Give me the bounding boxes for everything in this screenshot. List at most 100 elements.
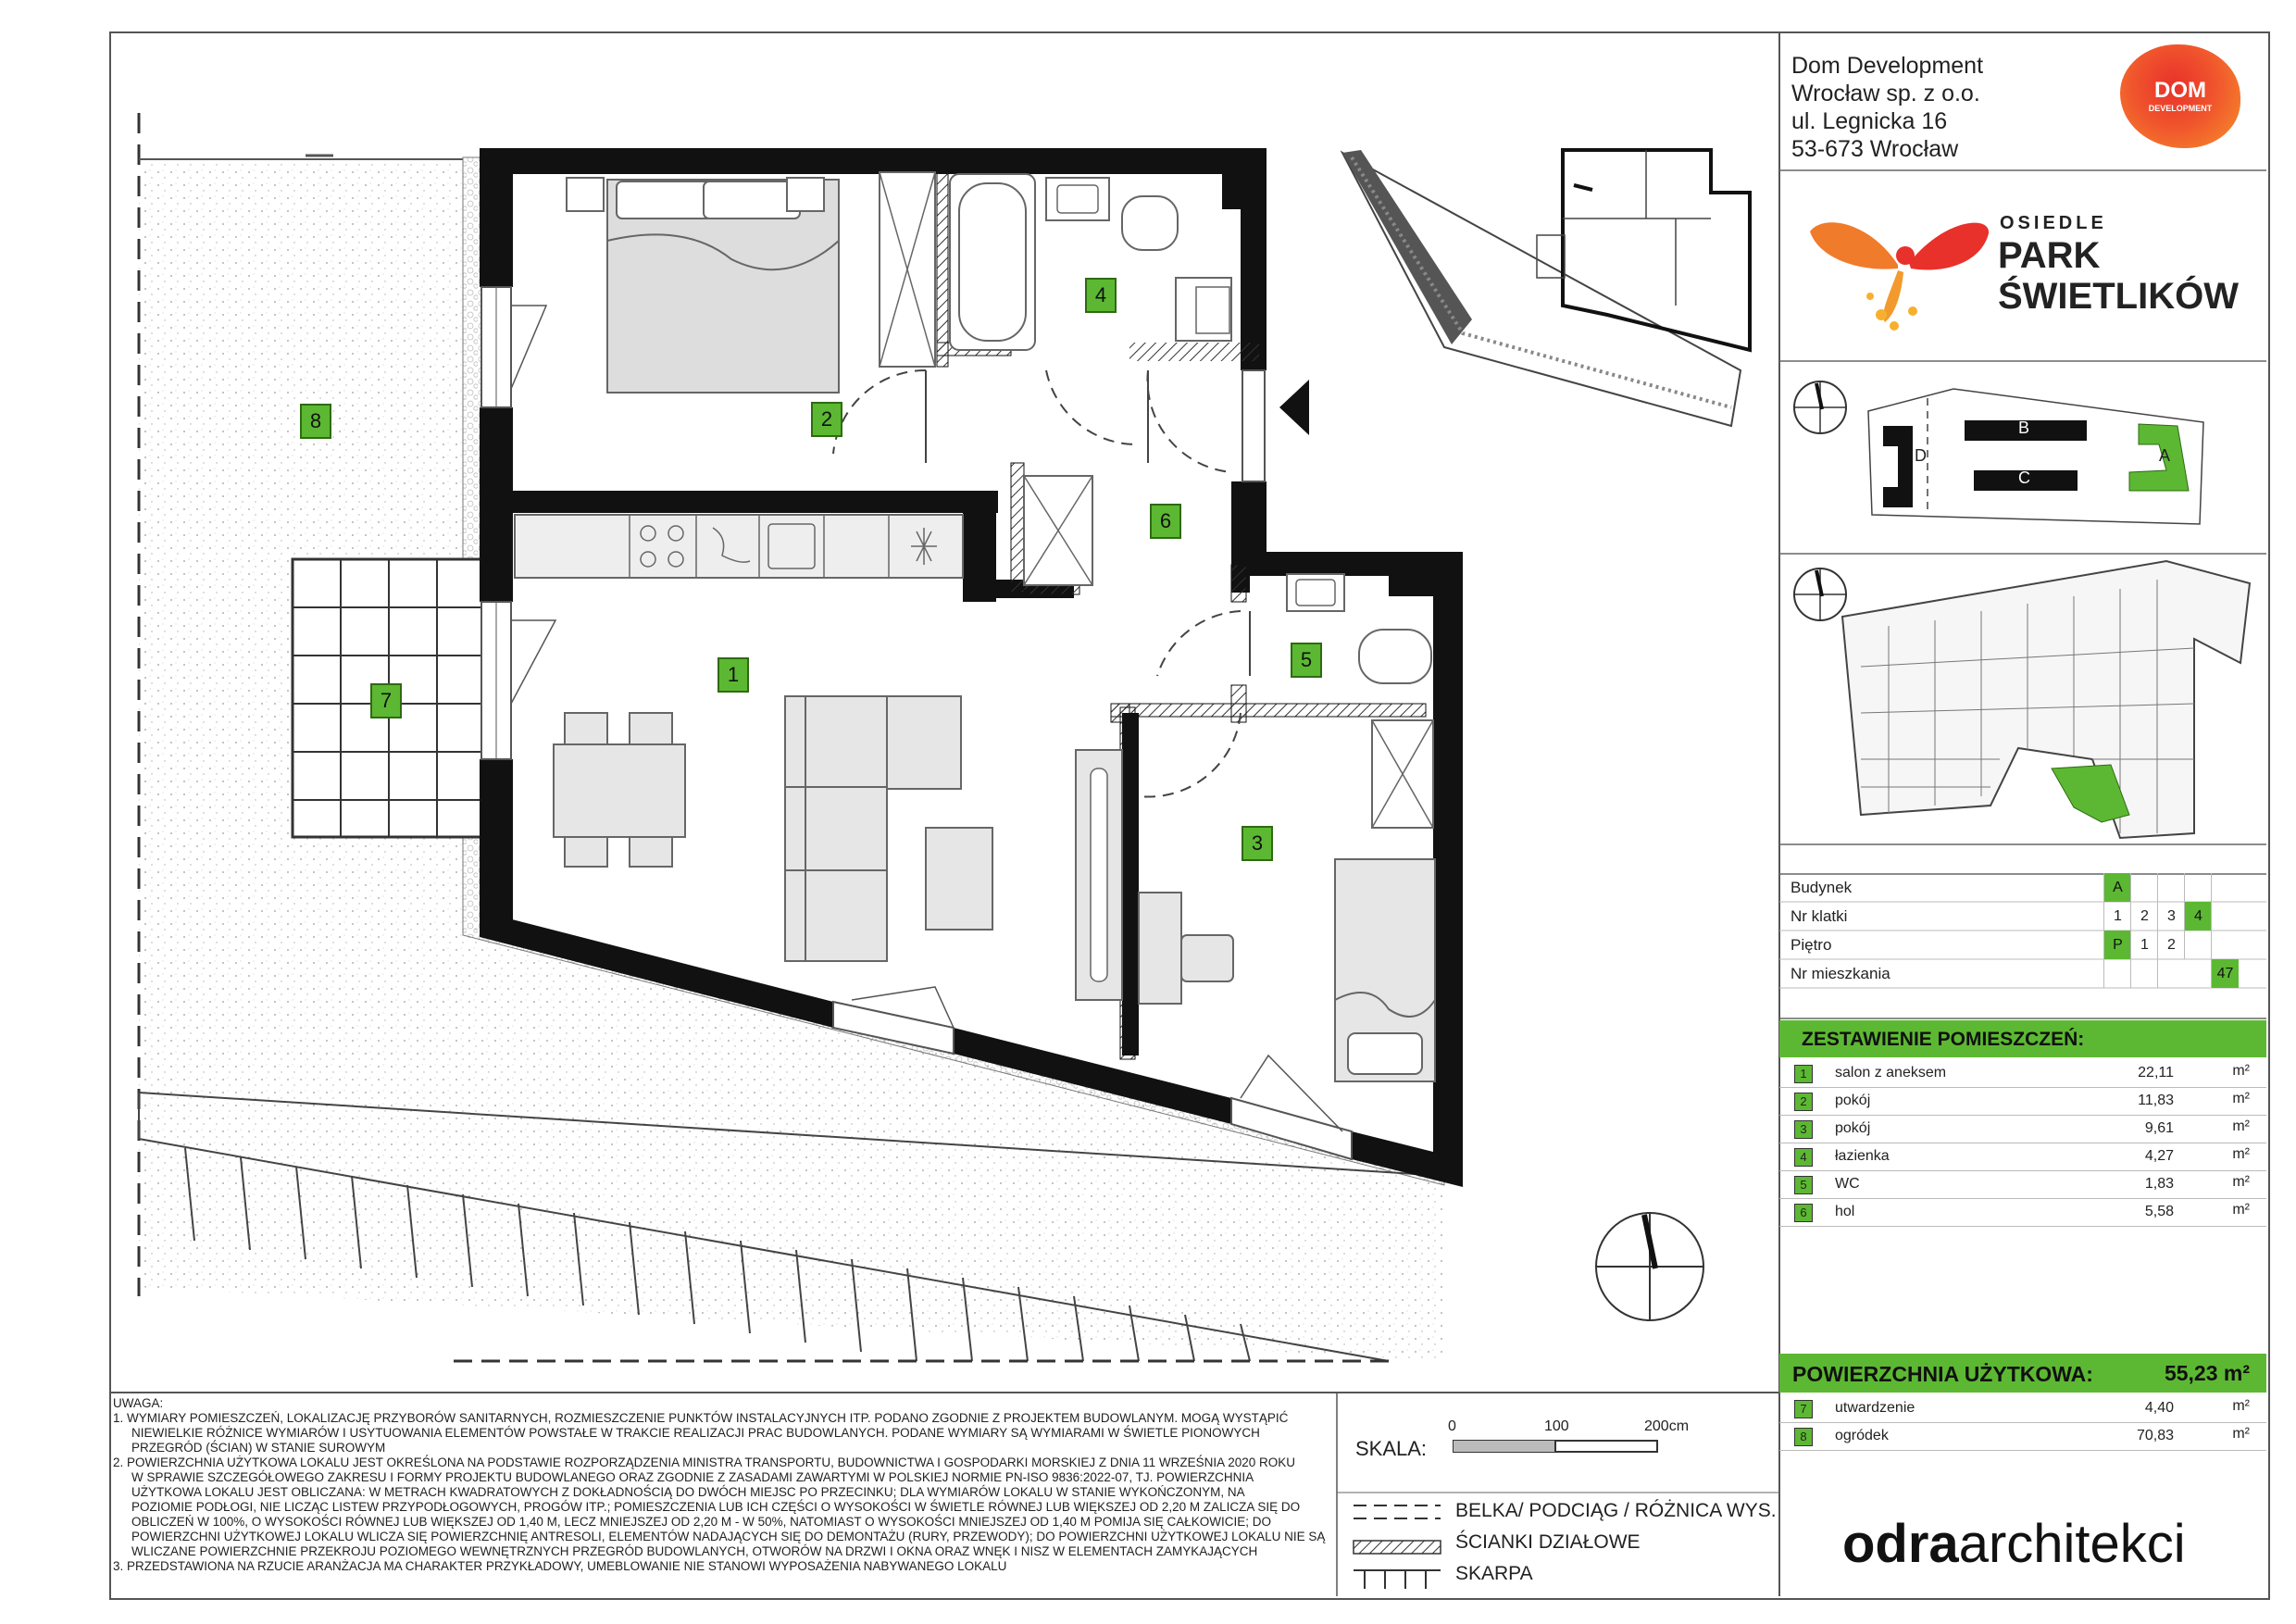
extra-area: 70,83 bbox=[2136, 1428, 2174, 1443]
room-name: salon z aneksem bbox=[1835, 1065, 1947, 1081]
room-area: 11,83 bbox=[2138, 1093, 2174, 1108]
sheet-frame bbox=[109, 31, 2270, 1600]
plan-label-garden-8: 8 bbox=[300, 404, 331, 439]
room-unit: m² bbox=[2232, 1063, 2250, 1079]
scale-label: SKALA: bbox=[1355, 1437, 1428, 1460]
firefly-icon bbox=[1810, 222, 1990, 331]
dom-development-logo: DOM DEVELOPMENT bbox=[2120, 44, 2240, 148]
company-line-1: Dom Development bbox=[1791, 53, 1984, 79]
prop-cell-empty bbox=[2184, 931, 2212, 959]
prop-cell-staircase-2: 2 bbox=[2130, 902, 2158, 931]
company-line-3: ul. Legnicka 16 bbox=[1791, 108, 1948, 134]
room-row: 6 hol 5,58 m² bbox=[1779, 1198, 2266, 1227]
prop-row-apartment: Nr mieszkania 47 bbox=[1779, 959, 2266, 988]
plan-label-room-3: 3 bbox=[1242, 826, 1273, 861]
note-line: 1. WYMIARY POMIESZCZEŃ, LOKALIZACJĘ PRZY… bbox=[113, 1411, 1289, 1425]
prop-cell-staircase-3: 3 bbox=[2157, 902, 2185, 931]
room-name: pokój bbox=[1835, 1120, 1871, 1136]
extra-name: ogródek bbox=[1835, 1428, 1889, 1443]
extra-num: 7 bbox=[1794, 1400, 1813, 1418]
site-label-c: C bbox=[2018, 468, 2030, 487]
project-prefix: OSIEDLE bbox=[2000, 213, 2107, 233]
prop-cell-empty bbox=[2184, 873, 2212, 902]
scale-tick-200: 200cm bbox=[1644, 1418, 1690, 1434]
room-num: 4 bbox=[1794, 1148, 1813, 1167]
prop-cell-floor-1: 1 bbox=[2130, 931, 2158, 959]
scale-tick-0: 0 bbox=[1448, 1418, 1456, 1434]
prop-cell-floor-2: 2 bbox=[2157, 931, 2185, 959]
prop-cell-empty bbox=[2103, 959, 2131, 988]
prop-row-floor: Piętro P 1 2 bbox=[1779, 931, 2266, 959]
room-num: 3 bbox=[1794, 1120, 1813, 1139]
architect-logo-part2: architekci bbox=[1958, 1514, 2186, 1574]
room-name: łazienka bbox=[1835, 1148, 1890, 1164]
room-area: 22,11 bbox=[2138, 1065, 2174, 1081]
room-area: 4,27 bbox=[2144, 1148, 2174, 1164]
room-unit: m² bbox=[2232, 1091, 2250, 1106]
prop-row-staircase: Nr klatki 1 2 3 4 bbox=[1779, 902, 2266, 931]
plan-label-terrace-7: 7 bbox=[370, 683, 402, 718]
room-name: WC bbox=[1835, 1176, 1860, 1192]
room-unit: m² bbox=[2232, 1146, 2250, 1162]
company-line-4: 53-673 Wrocław bbox=[1791, 136, 1959, 162]
site-label-d: D bbox=[1915, 446, 1927, 465]
prop-cell-apartment-47: 47 bbox=[2211, 959, 2239, 988]
room-unit: m² bbox=[2232, 1118, 2250, 1134]
note-line: POZIOMIE PODŁOGI, NIE LICZĄC LISTEW PRZY… bbox=[131, 1500, 1301, 1514]
prop-cell-building-a: A bbox=[2103, 873, 2131, 902]
room-name: hol bbox=[1835, 1204, 1855, 1219]
project-logo: OSIEDLE PARK ŚWIETLIKÓW bbox=[1805, 204, 2250, 333]
room-num: 1 bbox=[1794, 1065, 1813, 1083]
prop-cell-empty bbox=[2157, 959, 2185, 988]
prop-cell-empty bbox=[2211, 931, 2239, 959]
prop-cell-empty bbox=[2211, 873, 2239, 902]
room-num: 6 bbox=[1794, 1204, 1813, 1222]
prop-cell-empty bbox=[2211, 902, 2239, 931]
room-name: pokój bbox=[1835, 1093, 1871, 1108]
room-row: 5 WC 1,83 m² bbox=[1779, 1170, 2266, 1199]
note-line: UŻYTKOWA LOKALU JEST OBLICZANA: W METRAC… bbox=[131, 1485, 1245, 1499]
company-line-2: Wrocław sp. z o.o. bbox=[1791, 81, 1980, 106]
prop-label-building: Budynek bbox=[1791, 879, 1853, 896]
prop-cell-empty bbox=[2157, 873, 2185, 902]
prop-cell-empty bbox=[2130, 873, 2158, 902]
note-line: 3. PRZEDSTAWIONA NA RZUCIE ARANŻACJA MA … bbox=[113, 1559, 1007, 1573]
note-line: W SPRAWIE SZCZEGÓŁOWEGO ZAKRESU I FORMY … bbox=[131, 1470, 1254, 1484]
room-unit: m² bbox=[2232, 1174, 2250, 1190]
note-line: NIEWIELKIE RÓŻNICE WYMIARÓW I USYTUOWANI… bbox=[131, 1426, 1260, 1440]
scale-tick-100: 100 bbox=[1544, 1418, 1569, 1434]
site-label-b: B bbox=[2018, 418, 2030, 437]
prop-row-building: Budynek A bbox=[1779, 873, 2266, 902]
room-row: 4 łazienka 4,27 m² bbox=[1779, 1143, 2266, 1171]
extra-unit: m² bbox=[2232, 1426, 2250, 1442]
prop-label-staircase: Nr klatki bbox=[1791, 907, 1848, 925]
room-row: 2 pokój 11,83 m² bbox=[1779, 1087, 2266, 1116]
room-unit: m² bbox=[2232, 1202, 2250, 1218]
prop-cell-staircase-4: 4 bbox=[2184, 902, 2212, 931]
room-area: 5,58 bbox=[2144, 1204, 2174, 1219]
room-num: 5 bbox=[1794, 1176, 1813, 1194]
rooms-heading: ZESTAWIENIE POMIESZCZEŃ: bbox=[1802, 1029, 2085, 1050]
extra-unit: m² bbox=[2232, 1398, 2250, 1414]
prop-cell-staircase-1: 1 bbox=[2103, 902, 2131, 931]
plan-label-room-6: 6 bbox=[1150, 504, 1181, 539]
project-name-2: ŚWIETLIKÓW bbox=[1998, 276, 2239, 317]
extra-num: 8 bbox=[1794, 1428, 1813, 1446]
architect-logo-part1: odra bbox=[1842, 1514, 1959, 1574]
extra-area: 4,40 bbox=[2144, 1400, 2174, 1416]
room-area: 1,83 bbox=[2144, 1176, 2174, 1192]
legend-partition-walls: ŚCIANKI DZIAŁOWE bbox=[1455, 1531, 1641, 1553]
legend-slope: SKARPA bbox=[1455, 1563, 1533, 1584]
project-name-1: PARK bbox=[1998, 235, 2101, 276]
extra-row: 7 utwardzenie 4,40 m² bbox=[1779, 1394, 2266, 1423]
room-row: 1 salon z aneksem 22,11 m² bbox=[1779, 1059, 2266, 1088]
legend-beam: BELKA/ PODCIĄG / RÓŻNICA WYS. bbox=[1455, 1500, 1777, 1521]
architect-logo: odraarchitekci bbox=[1842, 1513, 2186, 1575]
note-line: WLICZANE POWIERZCHNIE PRZEKROJU POZIOMEG… bbox=[131, 1544, 1258, 1558]
prop-cell-empty bbox=[2130, 959, 2158, 988]
company-info: Dom Development Wrocław sp. z o.o. ul. L… bbox=[1791, 52, 1983, 163]
total-area-label: POWIERZCHNIA UŻYTKOWA: bbox=[1792, 1362, 2093, 1386]
extra-row: 8 ogródek 70,83 m² bbox=[1779, 1422, 2266, 1451]
plan-label-room-4: 4 bbox=[1085, 278, 1117, 313]
